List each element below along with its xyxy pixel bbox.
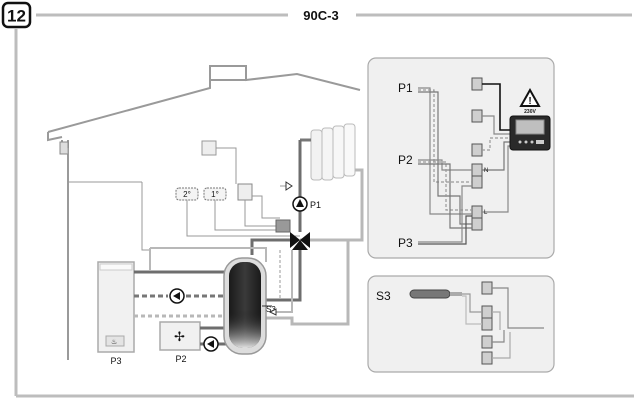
sensor-wiring: [462, 287, 544, 359]
pump-icon: [203, 336, 219, 352]
outdoor-sensor: [59, 141, 69, 155]
chimney: [209, 65, 247, 81]
flame-icon: ♨: [111, 338, 117, 346]
sensor-panel: S3: [367, 275, 555, 373]
room-unit-top: [201, 140, 217, 156]
boiler-p3-panel: [105, 335, 125, 347]
wiring-p2-label: P2: [398, 153, 413, 167]
check-valve-icon: [285, 181, 293, 191]
return-check-valve: [268, 308, 277, 316]
room-unit-wire: [216, 147, 237, 184]
thermostat-2: 2°: [175, 187, 199, 201]
warning-triangle-icon: !: [519, 87, 541, 107]
boiler-p3-label: P3: [110, 356, 121, 366]
control-wires: [141, 182, 300, 251]
wiring-bundle: [418, 83, 516, 245]
outdoor-sensor-wire: [67, 148, 142, 183]
zone-controller: [237, 183, 253, 201]
wiring-p3-label: P3: [398, 236, 413, 250]
controller-unit: [509, 115, 551, 151]
step-number: 12: [7, 7, 26, 26]
tank-coil-supply: [258, 248, 302, 302]
sensor-panel-s3-label: S3: [376, 289, 391, 303]
boiler-p2: ✢: [159, 321, 201, 351]
boiler-p3: ♨: [97, 261, 135, 353]
terminal-l-label: L: [484, 210, 488, 216]
step-badge: [1, 1, 32, 29]
valve-actuator: [275, 219, 291, 233]
boiler-p3-supply: [134, 270, 232, 276]
valve-to-tank: [250, 238, 292, 255]
pump-icon: [292, 196, 308, 212]
model-title: 90C-3: [303, 8, 338, 23]
storage-tank: [223, 257, 267, 355]
roof-eave-left: [47, 132, 63, 142]
controller-display: [515, 119, 545, 135]
boiler-return-top: [150, 247, 267, 262]
sensor-s3-label: S3: [266, 305, 276, 314]
thermostat-1-label: 1°: [211, 190, 219, 199]
three-way-valve-icon: [290, 232, 310, 250]
pump-p1-label: P1: [310, 200, 321, 210]
terminal-blocks: [471, 77, 483, 231]
pump-icon: [169, 288, 185, 304]
radiator: [310, 123, 356, 181]
sensor-terminal-blocks: [481, 281, 493, 365]
svg-text:!: !: [528, 96, 531, 107]
thermostat-1: 1°: [203, 187, 227, 201]
heat-pump-fan-icon: ✢: [174, 329, 185, 344]
return-pipe-main: [262, 240, 350, 326]
wiring-p1-label: P1: [398, 81, 413, 95]
roof-line: [47, 65, 361, 133]
terminal-n-label: N: [484, 168, 488, 174]
temperature-probe: [409, 289, 451, 299]
wiring-panel: P1 P2 P3 N: [367, 57, 555, 259]
return-pipe-secondary: [270, 250, 293, 313]
warning-voltage: 230V: [524, 109, 536, 115]
boiler-p2-label: P2: [175, 354, 186, 364]
thermostat-2-label: 2°: [183, 190, 191, 199]
